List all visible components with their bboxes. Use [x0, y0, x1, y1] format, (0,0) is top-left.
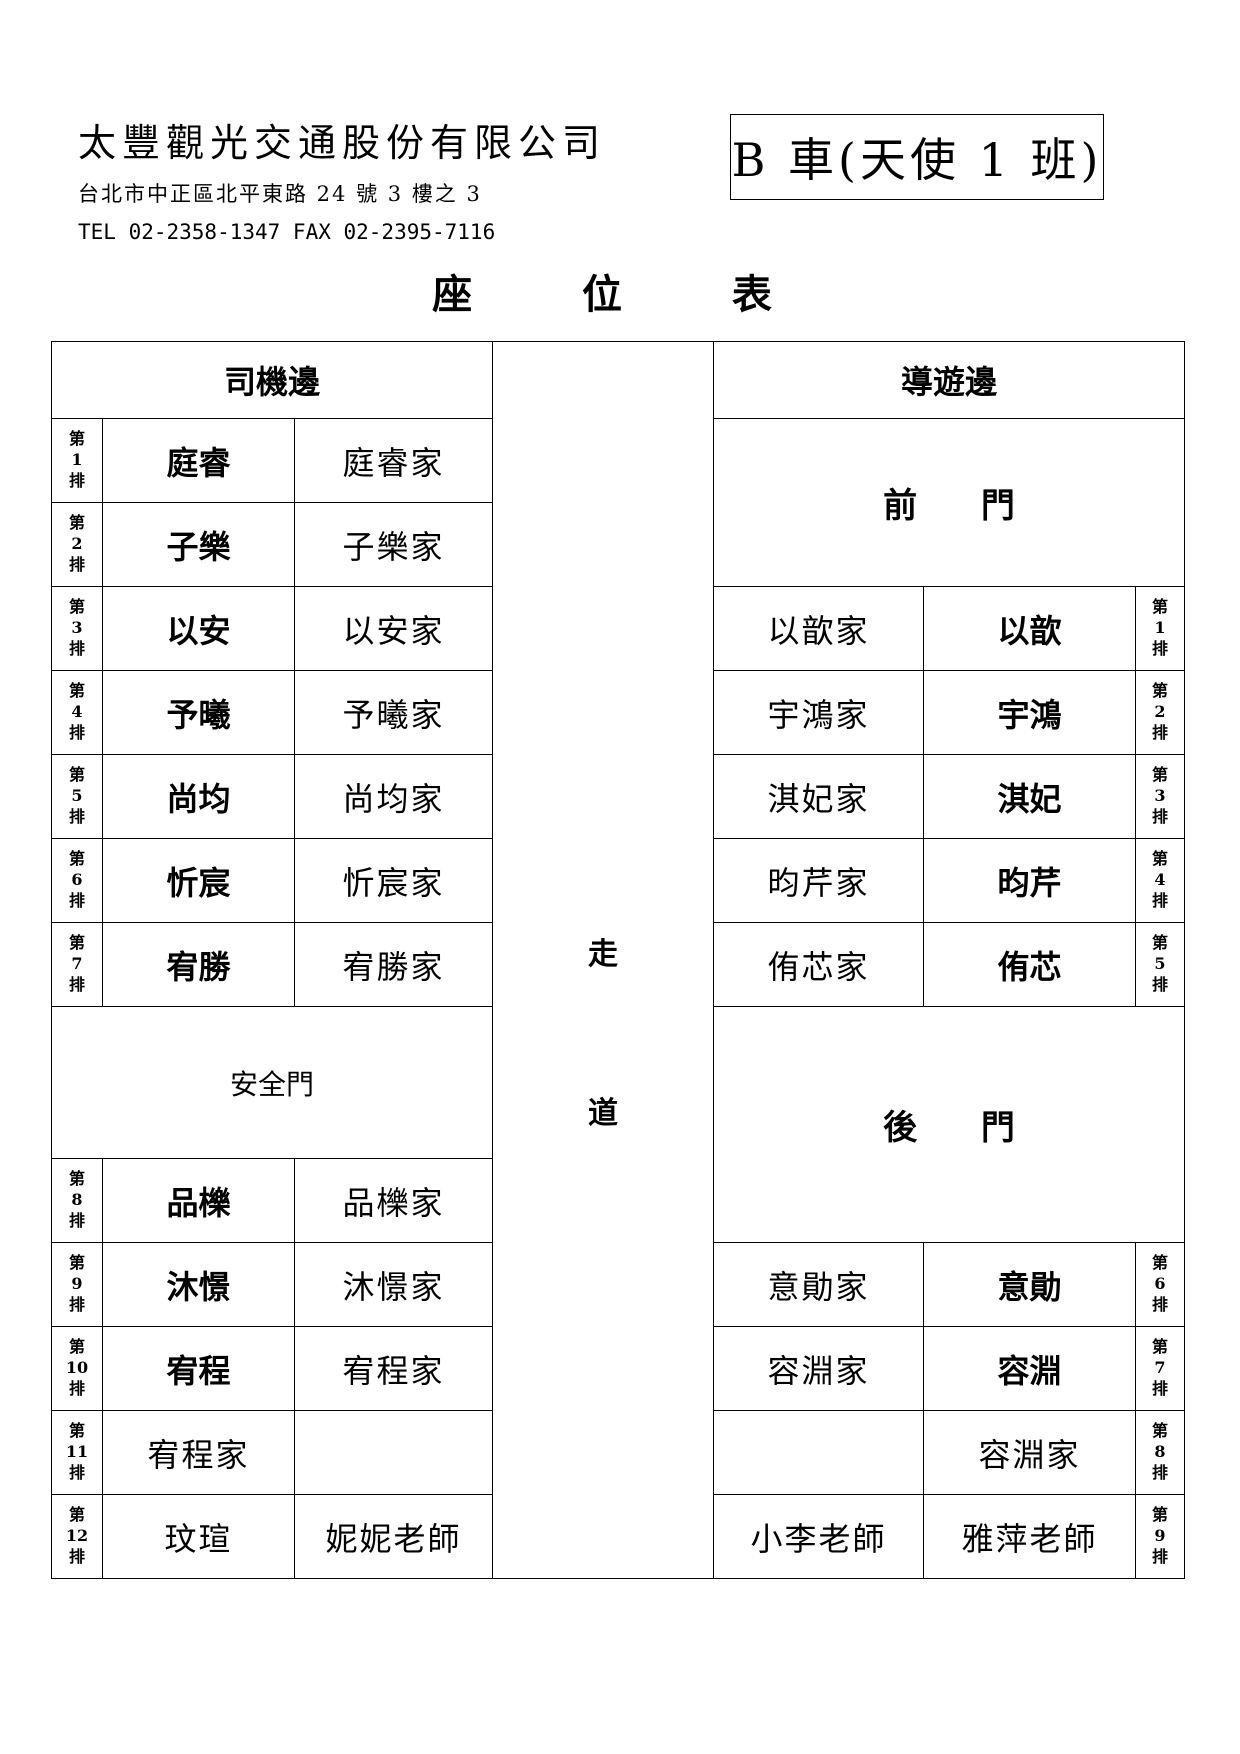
- seat-name: 容淵: [923, 1326, 1136, 1411]
- seat-name: 侑芯: [923, 922, 1136, 1007]
- seat-name: 容淵家: [713, 1326, 924, 1411]
- safety-door: 安全門: [51, 1006, 493, 1159]
- company-contact: TEL 02-2358-1347 FAX 02-2395-7116: [78, 220, 496, 244]
- seat-name: [294, 1410, 493, 1495]
- seat-name: 侑芯家: [713, 922, 924, 1007]
- seat-name: [713, 1410, 924, 1495]
- seat-name: 妮妮老師: [294, 1494, 493, 1579]
- seat-name: 子樂家: [294, 502, 493, 587]
- seat-name: 品櫟: [102, 1158, 295, 1243]
- aisle-label-top: 走: [588, 936, 618, 972]
- seat-name: 沐憬: [102, 1242, 295, 1327]
- front-door: 前 門: [713, 418, 1185, 587]
- aisle: 走 道: [492, 341, 714, 1579]
- seat-name: 宥程: [102, 1326, 295, 1411]
- seat-name: 宥程家: [294, 1326, 493, 1411]
- bus-label: B 車(天使 1 班): [730, 114, 1104, 200]
- seat-name: 沐憬家: [294, 1242, 493, 1327]
- seat-name: 昀芹家: [713, 838, 924, 923]
- company-name: 太豐觀光交通股份有限公司: [78, 121, 607, 165]
- seat-name: 淇妃家: [713, 754, 924, 839]
- seat-name: 玟瑄: [102, 1494, 295, 1579]
- seat-name: 小李老師: [713, 1494, 924, 1579]
- seat-name: 以安家: [294, 586, 493, 671]
- seat-name: 品櫟家: [294, 1158, 493, 1243]
- seat-name: 尚均家: [294, 754, 493, 839]
- seat-name: 忻宸: [102, 838, 295, 923]
- seat-name: 以安: [102, 586, 295, 671]
- rear-door: 後 門: [713, 1006, 1185, 1243]
- guide-side-header: 導遊邊: [713, 341, 1185, 419]
- seat-name: 予曦家: [294, 670, 493, 755]
- seat-name: 淇妃: [923, 754, 1136, 839]
- seat-name: 宥勝: [102, 922, 295, 1007]
- seat-name: 昀芹: [923, 838, 1136, 923]
- seat-name: 宇鴻家: [713, 670, 924, 755]
- seat-name: 尚均: [102, 754, 295, 839]
- seat-name: 意勛: [923, 1242, 1136, 1327]
- seat-name: 容淵家: [923, 1410, 1136, 1495]
- seat-name: 庭睿家: [294, 418, 493, 503]
- company-address: 台北市中正區北平東路 24 號 3 樓之 3: [78, 182, 482, 206]
- seat-name: 庭睿: [102, 418, 295, 503]
- seat-name: 意勛家: [713, 1242, 924, 1327]
- seat-name: 以歆家: [713, 586, 924, 671]
- page-title: 座 位 表: [432, 271, 820, 318]
- seat-name: 宇鴻: [923, 670, 1136, 755]
- seat-name: 宥勝家: [294, 922, 493, 1007]
- seat-name: 忻宸家: [294, 838, 493, 923]
- aisle-label-bottom: 道: [588, 1095, 618, 1131]
- seat-name: 宥程家: [102, 1410, 295, 1495]
- seat-name: 雅萍老師: [923, 1494, 1136, 1579]
- seat-name: 子樂: [102, 502, 295, 587]
- seat-name: 以歆: [923, 586, 1136, 671]
- driver-side-header: 司機邊: [51, 341, 493, 419]
- seat-name: 予曦: [102, 670, 295, 755]
